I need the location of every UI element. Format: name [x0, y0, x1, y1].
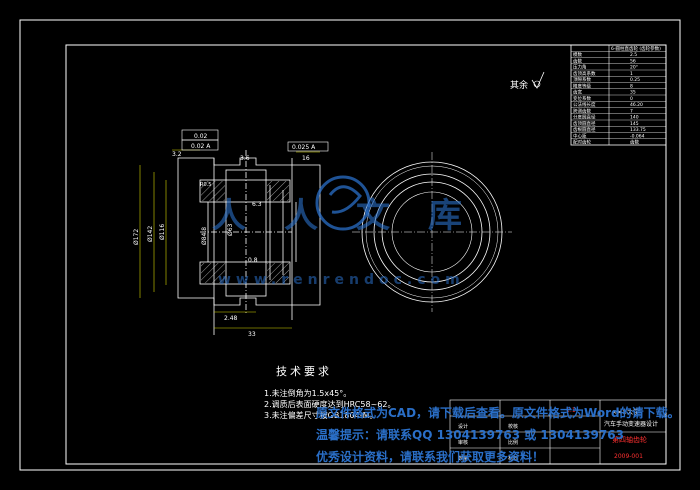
front-view — [352, 152, 512, 312]
dim-w4: 16 — [302, 155, 310, 162]
section-hatching — [201, 181, 289, 283]
dim-w1: 3.6 — [240, 155, 250, 162]
gear-param-label: 精度等级 — [573, 82, 591, 89]
gear-param-label: 压力角 — [573, 64, 587, 71]
dim-dd: Ø84.8 — [201, 227, 208, 245]
dimension-texts: 0.02 0.02 A 0.025 A 3.2 16 3.6 Ø172 Ø142… — [133, 133, 316, 338]
section-view — [177, 150, 321, 335]
gear-param-label: 分度圆直径 — [573, 114, 596, 121]
gear-param-value: 35 — [630, 90, 636, 96]
sheet-border — [19, 19, 681, 471]
gear-param-label: 齿顶高系数 — [573, 70, 596, 77]
watermark-line-2: 温馨提示：请联系QQ 1304139763 或 1304139763 — [316, 428, 624, 442]
tol-2: 0.02 A — [191, 143, 211, 150]
watermark-logo-text: 人人文库 — [212, 196, 500, 236]
dim-de: Ø63 — [227, 223, 234, 236]
gear-param-label: 配对齿轮 — [573, 139, 591, 146]
gear-param-label: 齿数 — [573, 57, 582, 64]
gear-param-value: 0 — [630, 96, 633, 102]
tb-school: ×××大学 — [612, 408, 639, 416]
tol-1: 0.02 — [194, 133, 208, 140]
dim-w6: 0.8 — [248, 257, 258, 264]
tb-label-3: 审核 — [458, 439, 468, 446]
dim-dc: Ø116 — [159, 224, 166, 240]
tb-project: 汽车手动变速器设计 — [604, 420, 658, 428]
tb-part-name: 第四轴齿轮 — [612, 435, 647, 444]
gear-param-value: 56 — [630, 58, 636, 64]
watermark-line-3: 优秀设计资料，请联系我们获取更多资料！ — [316, 450, 545, 464]
gear-param-label: 中心距 — [573, 132, 587, 139]
inner-frame — [65, 44, 667, 465]
gear-param-label: 公法线长度 — [573, 101, 596, 108]
tech-note-2: 2.调质后表面硬度达到HRC58~62。 — [264, 400, 396, 409]
tb-drawing-no: 2009-001 — [614, 453, 643, 460]
dim-w5: 6.3 — [252, 201, 262, 208]
gear-param-label: 齿顶圆直径 — [573, 120, 596, 127]
tolerance-frames — [181, 129, 329, 152]
tech-note-1: 1.未注倒角为1.5x45°。 — [264, 389, 352, 398]
watermark-line-1: 原文件格式为CAD，请下载后查看。原文件格式为Word的请下载。 — [316, 406, 676, 420]
dimension-lines — [139, 149, 320, 329]
gear-param-value: 20° — [630, 65, 638, 71]
gear-param-label: 齿宽 — [573, 89, 582, 96]
tb-label-4: 比例 — [508, 439, 518, 446]
dim-da: Ø172 — [133, 229, 140, 245]
dim-w7: 3.2 — [172, 151, 182, 158]
tb-scale: 1:1 — [566, 407, 576, 414]
gear-param-value: 133.75 — [630, 127, 646, 133]
gear-param-value: -0.064 — [630, 133, 645, 139]
title-block-text: ×××大学 汽车手动变速器设计 第四轴齿轮 2009-001 1:1 设计 校核… — [458, 407, 658, 462]
gear-param-value: 46.20 — [630, 102, 643, 108]
gear-param-label: 变位系数 — [573, 95, 591, 102]
roughness-note: 其余 — [510, 79, 528, 91]
tech-requirements-title: 技术要求 — [276, 365, 332, 378]
gear-param-label: 齿根圆直径 — [573, 126, 596, 133]
dim-w2: 2.48 — [224, 315, 238, 322]
watermark-logo — [315, 175, 371, 231]
dim-r1: R0.5 — [200, 182, 211, 188]
tb-label-6: 材料 — [508, 455, 518, 462]
gear-param-value: 7 — [630, 108, 633, 114]
dim-w3: 33 — [248, 331, 256, 338]
gear-param-value: 8 — [630, 83, 633, 89]
tb-label-5: 数量 — [458, 455, 468, 462]
tech-note-3: 3.未注偏差尺寸按GB1804-M。 — [264, 411, 378, 420]
title-block — [449, 399, 667, 465]
gear-param-label: 顶隙系数 — [573, 76, 591, 83]
roughness-symbol: 其余 — [510, 71, 545, 91]
gear-param-value: 2.5 — [630, 52, 637, 58]
gear-param-label: 模数 — [573, 51, 582, 58]
gear-param-value: 1 — [630, 71, 633, 77]
gear-param-label: 跨测齿数 — [573, 107, 591, 114]
tb-label-1: 设计 — [458, 423, 468, 430]
gear-table-header: 6-圆柱直齿轮 (齿轮参数) — [611, 45, 661, 52]
tb-label-2: 校核 — [508, 423, 518, 430]
watermark-url: www.renrendoc.com — [218, 272, 465, 288]
dim-db: Ø142 — [147, 226, 154, 242]
gear-param-value: 145 — [630, 121, 639, 127]
gear-param-value: 齿数 — [630, 139, 639, 146]
gear-param-value: 0.25 — [630, 77, 640, 83]
tol-3: 0.025 A — [292, 144, 316, 151]
gear-param-value: 140 — [630, 115, 639, 121]
gear-parameter-table: 6-圆柱直齿轮 (齿轮参数) 模数 2.5 齿数 56 压力角 20° 齿顶高系数 1 顶隙系数 0… — [570, 44, 667, 146]
